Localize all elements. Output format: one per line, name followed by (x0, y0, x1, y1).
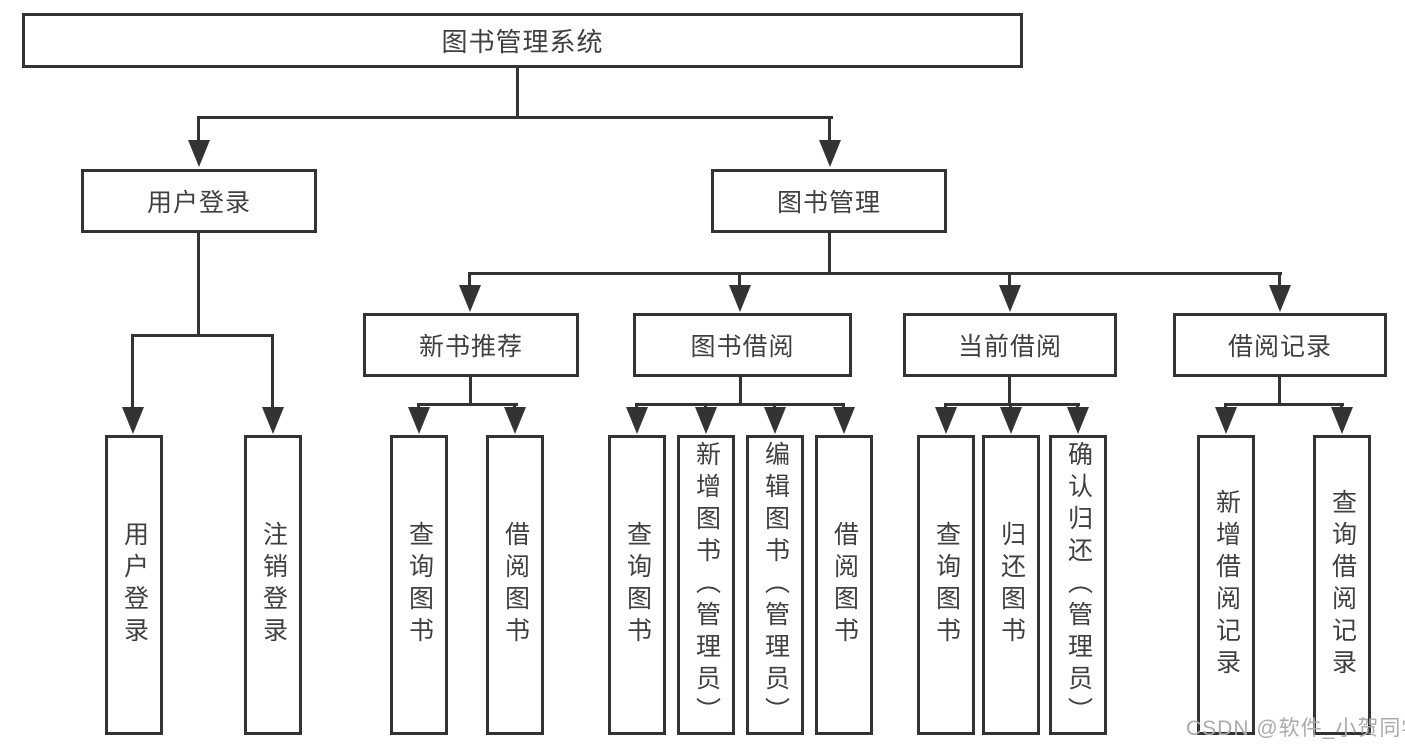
connector-line (516, 68, 519, 117)
connector-line (1008, 377, 1011, 405)
arrow-down-icon (1000, 407, 1022, 434)
leaf-query-books-recommend: 查询图书 (390, 435, 448, 735)
arrow-down-icon (408, 407, 430, 434)
connector-line (1278, 377, 1281, 405)
connector-line (635, 403, 845, 406)
connector-line (635, 403, 638, 410)
connector-line (131, 334, 134, 408)
node-root-library-system: 图书管理系统 (22, 13, 1023, 68)
arrow-down-icon (999, 285, 1021, 312)
connector-line (828, 233, 831, 274)
csdn-watermark: CSDN @软件_小贺同学 (1186, 717, 1405, 740)
leaf-query-books-borrow: 查询图书 (608, 435, 666, 735)
leaf-add-book-admin: 新增图书（管理员） (677, 435, 735, 735)
connector-line (469, 377, 472, 405)
connector-line (417, 403, 420, 410)
leaf-user-login-label: 用户登录 (120, 521, 149, 649)
node-user-login: 用户登录 (81, 169, 317, 233)
leaf-borrow-books-recommend-label: 借阅图书 (501, 521, 530, 649)
connector-line (513, 403, 516, 410)
arrow-down-icon (188, 140, 210, 167)
leaf-query-books-current-label: 查询图书 (932, 521, 961, 649)
connector-line (944, 403, 947, 410)
arrow-down-icon (1269, 285, 1291, 312)
leaf-user-login: 用户登录 (105, 435, 163, 735)
leaf-add-borrow-record-label: 新增借阅记录 (1212, 489, 1241, 681)
leaf-return-book-label: 归还图书 (997, 521, 1026, 649)
leaf-edit-book-admin-label: 编辑图书（管理员） (761, 441, 790, 729)
arrow-down-icon (833, 407, 855, 434)
arrow-down-icon (626, 407, 648, 434)
connector-line (197, 233, 200, 336)
connector-line (1224, 403, 1227, 410)
connector-line (468, 272, 471, 287)
connector-line (1278, 272, 1281, 287)
node-new-book-recommend: 新书推荐 (363, 313, 579, 377)
connector-line (1076, 403, 1079, 410)
connector-line (738, 272, 741, 287)
connector-line (1340, 403, 1343, 410)
arrow-down-icon (459, 285, 481, 312)
leaf-query-books-current: 查询图书 (917, 435, 975, 735)
connector-line (842, 403, 845, 410)
connector-line (1009, 403, 1012, 410)
leaf-logout-label: 注销登录 (259, 521, 288, 649)
leaf-borrow-books-label: 借阅图书 (830, 521, 859, 649)
connector-line (704, 403, 707, 410)
leaf-edit-book-admin: 编辑图书（管理员） (746, 435, 804, 735)
leaf-add-borrow-record: 新增借阅记录 (1197, 435, 1255, 735)
leaf-return-book: 归还图书 (982, 435, 1040, 735)
connector-line (197, 116, 200, 143)
leaf-confirm-return-admin-label: 确认归还（管理员） (1064, 441, 1093, 729)
connector-line (773, 403, 776, 410)
leaf-confirm-return-admin: 确认归还（管理员） (1049, 435, 1107, 735)
connector-line (197, 116, 833, 119)
arrow-down-icon (262, 407, 284, 434)
arrow-down-icon (764, 407, 786, 434)
arrow-down-icon (1067, 407, 1089, 434)
node-borrow-records: 借阅记录 (1173, 313, 1387, 377)
arrow-down-icon (504, 407, 526, 434)
leaf-borrow-books: 借阅图书 (815, 435, 873, 735)
leaf-query-borrow-record: 查询借阅记录 (1313, 435, 1371, 735)
node-current-borrow: 当前借阅 (903, 313, 1117, 377)
arrow-down-icon (935, 407, 957, 434)
node-book-borrow: 图书借阅 (633, 313, 852, 377)
leaf-logout: 注销登录 (244, 435, 302, 735)
connector-line (131, 334, 274, 337)
leaf-query-borrow-record-label: 查询借阅记录 (1328, 489, 1357, 681)
connector-line (739, 377, 742, 405)
leaf-query-books-borrow-label: 查询图书 (623, 521, 652, 649)
connector-line (944, 403, 1080, 406)
connector-line (271, 334, 274, 408)
leaf-add-book-admin-label: 新增图书（管理员） (692, 441, 721, 729)
arrow-down-icon (729, 285, 751, 312)
connector-line (417, 403, 518, 406)
connector-line (1008, 272, 1011, 287)
node-book-management: 图书管理 (711, 169, 947, 233)
arrow-down-icon (819, 140, 841, 167)
connector-line (828, 116, 831, 143)
arrow-down-icon (122, 407, 144, 434)
connector-line (468, 272, 1282, 275)
arrow-down-icon (1215, 407, 1237, 434)
connector-line (1224, 403, 1344, 406)
leaf-query-books-recommend-label: 查询图书 (405, 521, 434, 649)
arrow-down-icon (1331, 407, 1353, 434)
leaf-borrow-books-recommend: 借阅图书 (486, 435, 544, 735)
arrow-down-icon (695, 407, 717, 434)
